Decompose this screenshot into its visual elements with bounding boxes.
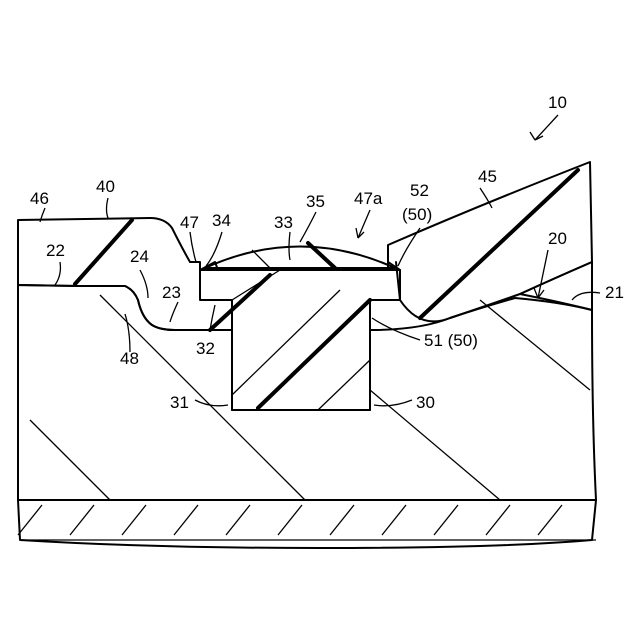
label-46: 46 [30, 189, 49, 208]
label-10: 10 [548, 93, 567, 112]
label-33: 33 [274, 213, 293, 232]
plug-31-32 [200, 270, 400, 410]
label-52: 52 [410, 181, 429, 200]
label-47a: 47a [354, 189, 383, 208]
label-20: 20 [548, 229, 567, 248]
label-45: 45 [478, 167, 497, 186]
label-47: 47 [180, 213, 199, 232]
label-50-top: (50) [402, 205, 432, 224]
label-30: 30 [416, 393, 435, 412]
bottom-layer [18, 500, 596, 548]
label-22: 22 [46, 241, 65, 260]
label-21: 21 [605, 283, 624, 302]
label-51-50: 51 (50) [424, 331, 478, 350]
label-35: 35 [306, 192, 325, 211]
label-23: 23 [162, 283, 181, 302]
label-31: 31 [170, 393, 189, 412]
label-34: 34 [212, 211, 231, 230]
label-32: 32 [196, 339, 215, 358]
label-48: 48 [120, 349, 139, 368]
label-40: 40 [96, 177, 115, 196]
label-24: 24 [130, 247, 149, 266]
